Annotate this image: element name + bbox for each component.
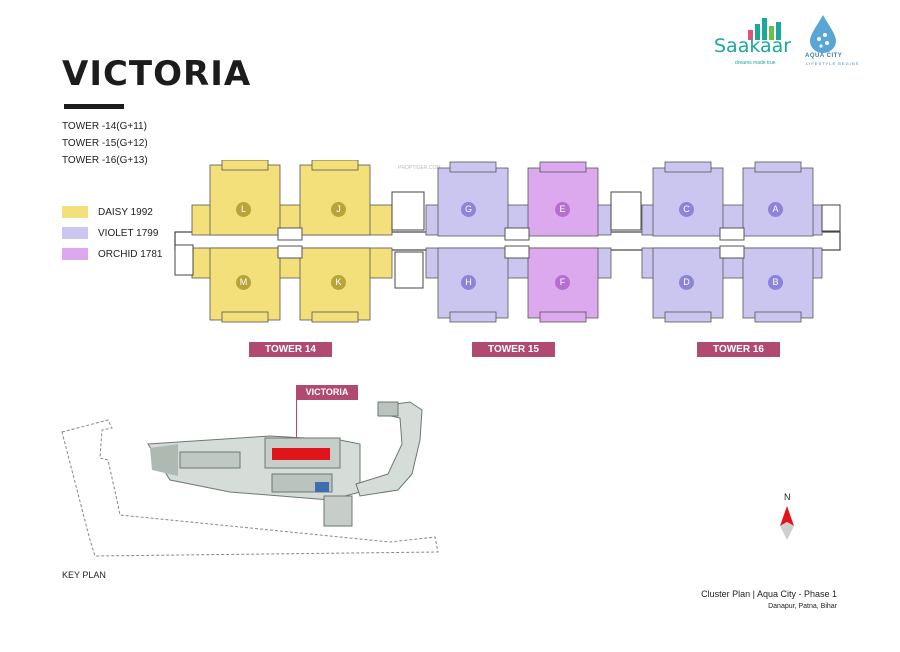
unit-a: A bbox=[768, 202, 783, 217]
legend-orchid-swatch bbox=[62, 248, 88, 260]
unit-g: G bbox=[461, 202, 476, 217]
unit-f: F bbox=[555, 275, 570, 290]
tower-info-15: TOWER -15(G+12) bbox=[62, 138, 148, 149]
unit-c: C bbox=[679, 202, 694, 217]
legend-daisy-swatch bbox=[62, 206, 88, 218]
unit-h: H bbox=[461, 275, 476, 290]
saakaar-logo: Saakaar bbox=[714, 35, 792, 57]
keyplan-victoria-tag: VICTORIA bbox=[296, 385, 358, 400]
legend-daisy-label: DAISY 1992 bbox=[98, 206, 153, 218]
key-plan-map bbox=[61, 401, 439, 557]
tower-14-label: TOWER 14 bbox=[249, 342, 332, 357]
page-title: VICTORIA bbox=[62, 54, 252, 94]
keyplan-leader-line bbox=[296, 400, 297, 444]
unit-d: D bbox=[679, 275, 694, 290]
keyplan-victoria-highlight bbox=[272, 448, 330, 460]
saakaar-logo-bars bbox=[748, 18, 781, 40]
unit-e: E bbox=[555, 202, 570, 217]
tower-info-16: TOWER -16(G+13) bbox=[62, 155, 148, 166]
watermark: PROPTIGER.COM bbox=[398, 165, 441, 171]
legend-orchid: ORCHID 1781 bbox=[62, 248, 162, 260]
saakaar-tagline: dreams made true bbox=[735, 60, 776, 66]
unit-l: L bbox=[236, 202, 251, 217]
north-arrow-icon bbox=[780, 506, 794, 540]
cluster-plan-caption: Cluster Plan | Aqua City - Phase 1 bbox=[701, 589, 837, 599]
unit-k: K bbox=[331, 275, 346, 290]
aqua-city-drop-icon bbox=[810, 15, 836, 53]
tower-16-label: TOWER 16 bbox=[697, 342, 780, 357]
legend-violet-swatch bbox=[62, 227, 88, 239]
unit-b: B bbox=[768, 275, 783, 290]
title-underline bbox=[64, 104, 124, 109]
tower-info-14: TOWER -14(G+11) bbox=[62, 121, 147, 132]
unit-j: J bbox=[331, 202, 346, 217]
legend-violet: VIOLET 1799 bbox=[62, 227, 158, 239]
north-label: N bbox=[784, 492, 791, 502]
unit-m: M bbox=[236, 275, 251, 290]
tower-15-label: TOWER 15 bbox=[472, 342, 555, 357]
legend-daisy: DAISY 1992 bbox=[62, 206, 153, 218]
location-caption: Danapur, Patna, Bihar bbox=[768, 603, 837, 610]
aqua-city-logo: AQUA CITY bbox=[805, 53, 843, 59]
legend-orchid-label: ORCHID 1781 bbox=[98, 248, 163, 260]
aqua-city-sub: LIFESTYLE BEGINS bbox=[806, 61, 860, 66]
cluster-floor-plan bbox=[174, 160, 841, 323]
keyplan-label: KEY PLAN bbox=[62, 570, 106, 580]
legend-violet-label: VIOLET 1799 bbox=[98, 227, 159, 239]
